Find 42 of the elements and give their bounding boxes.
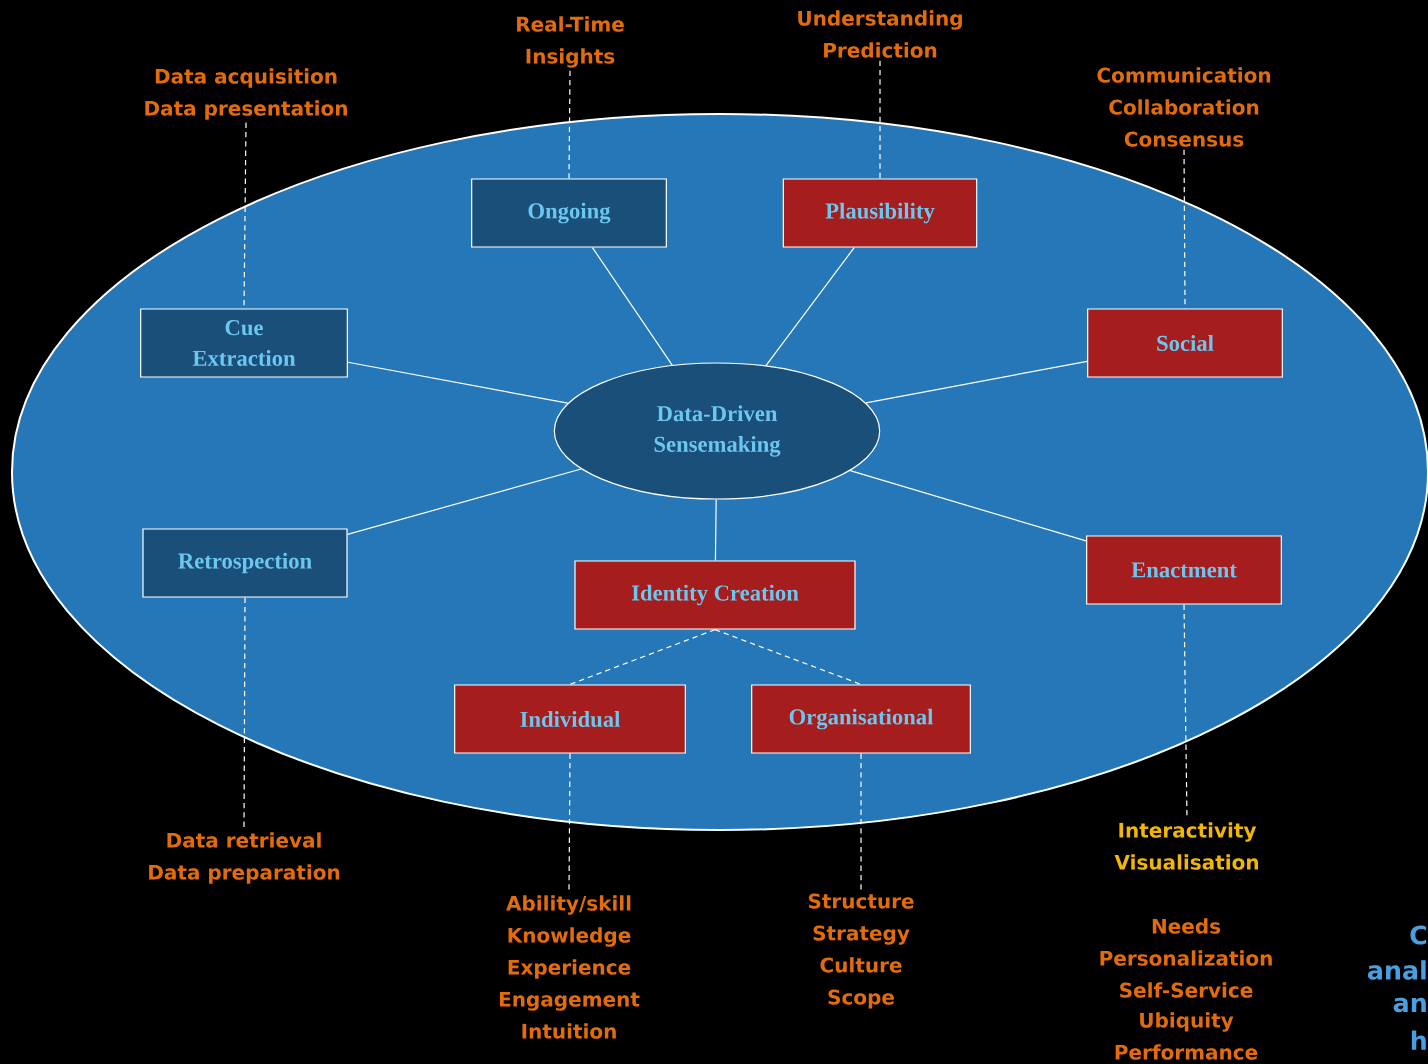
concept-box: Social bbox=[1087, 308, 1283, 378]
concept-box: Enactment bbox=[1086, 535, 1282, 605]
connector-line bbox=[569, 629, 716, 685]
concept-box: Individual bbox=[454, 684, 686, 754]
list-item: Needs bbox=[1152, 918, 1221, 934]
concept-box: Plausibility bbox=[782, 178, 978, 248]
leader-line bbox=[879, 60, 881, 179]
concept-box: Identity Creation bbox=[574, 560, 856, 630]
leader-line bbox=[568, 70, 571, 179]
cropped-text: an bbox=[1393, 997, 1426, 1013]
connector-line bbox=[347, 361, 569, 404]
leader-line bbox=[243, 122, 247, 309]
list-item: Ubiquity bbox=[1140, 1012, 1234, 1032]
connector-line bbox=[591, 247, 673, 366]
connector-line bbox=[765, 247, 855, 367]
leader-line bbox=[1183, 149, 1186, 309]
connector-line bbox=[714, 499, 717, 561]
leader-text: Data retrieval Data preparation bbox=[149, 832, 340, 884]
leader-text: Communication Collaboration Consensus bbox=[1097, 67, 1271, 147]
list-item: Personalization bbox=[1100, 950, 1272, 966]
cropped-text: anal bbox=[1367, 960, 1426, 980]
leader-line bbox=[568, 753, 571, 893]
list-item: Performance bbox=[1115, 1044, 1258, 1060]
connector-line bbox=[714, 629, 862, 685]
leader-text: Data acquisition Data presentation bbox=[145, 68, 347, 120]
leader-text: Interactivity Visualisation bbox=[1114, 822, 1259, 870]
leader-text: Ability/skill Knowledge Experience Engagement Intuition bbox=[499, 895, 640, 1039]
list-item: Self-Service bbox=[1120, 982, 1253, 998]
leader-line bbox=[860, 753, 862, 892]
concept-box: Retrospection bbox=[142, 528, 348, 598]
leader-text: Structure Strategy Culture Scope bbox=[808, 893, 914, 1009]
leader-line bbox=[243, 597, 246, 830]
cropped-text: C bbox=[1410, 925, 1427, 945]
concept-box: Cue Extraction bbox=[140, 308, 348, 378]
leader-text: Real-Time Insights bbox=[517, 16, 624, 68]
concept-box: Ongoing bbox=[471, 178, 667, 248]
connector-line bbox=[849, 470, 1087, 542]
cropped-text: h bbox=[1411, 1030, 1426, 1050]
concept-box: Organisational bbox=[751, 684, 971, 754]
connector-line bbox=[865, 360, 1088, 404]
leader-text: Understanding Prediction bbox=[798, 10, 962, 58]
connector-line bbox=[347, 468, 582, 535]
